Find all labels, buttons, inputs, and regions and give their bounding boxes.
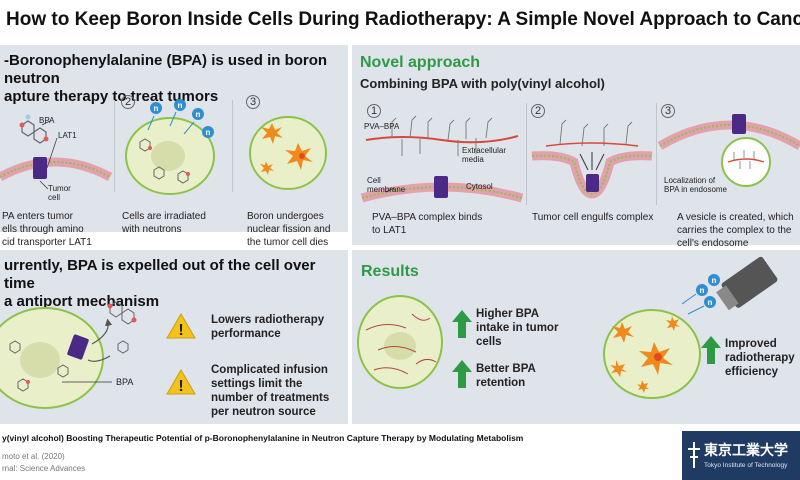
step3-caption: Boron undergoes nuclear fission and the … — [247, 211, 331, 248]
fission-illustration — [249, 116, 327, 190]
tumor-cell-label: Tumor cell — [48, 184, 71, 202]
neutron-label: n — [206, 128, 211, 137]
warning-icon: ! — [166, 313, 196, 339]
bpa-usage-heading-line2: apture therapy to treat tumors — [4, 88, 219, 105]
paper-title: y(vinyl alcohol) Boosting Therapeutic Po… — [2, 433, 524, 443]
tokyo-tech-emblem-icon — [688, 442, 700, 468]
extracellular-label: Extracellular media — [462, 146, 507, 164]
result-higher-intake: Higher BPA intake in tumor cells — [476, 308, 559, 348]
lat1-label: LAT1 — [58, 131, 77, 140]
step-number: 2 — [121, 95, 135, 109]
tokyo-tech-logo: 東京工業大学 Tokyo Institute of Technology — [682, 431, 800, 480]
page-title: How to Keep Boron Inside Cells During Ra… — [0, 0, 800, 44]
bpa-expulsion-heading-line1: urrently, BPA is expelled out of the cel… — [4, 257, 316, 292]
novel-step3-caption: A vesicle is created, which carries the … — [677, 212, 794, 249]
cytosol-label: Cytosol — [466, 182, 493, 191]
svg-text:!: ! — [178, 378, 183, 395]
warning-icon: ! — [166, 369, 196, 395]
divider — [114, 100, 115, 192]
warning-text-infusion: Complicated infusion settings limit the … — [211, 364, 330, 418]
result-improved-efficiency: Improved radiotherapy efficiency — [725, 338, 795, 378]
bpa-usage-heading-line1: -Boronophenylalanine (BPA) is used in bo… — [4, 52, 328, 87]
logo-subtext: Tokyo Institute of Technology — [704, 462, 788, 469]
logo-text: 東京工業大学 — [704, 443, 788, 459]
pva-bpa-binding-illustration — [360, 115, 524, 203]
svg-text:!: ! — [178, 322, 183, 339]
neutron-label: n — [178, 101, 183, 110]
lat1-entry-illustration — [0, 114, 113, 190]
novel-approach-heading: Novel approach — [360, 54, 481, 71]
cell-membrane-label: Cell membrane — [367, 176, 406, 194]
divider — [232, 100, 233, 192]
divider — [656, 103, 657, 205]
irradiation-illustration: n n n n — [125, 99, 215, 195]
bpa-expelled-label: BPA — [116, 377, 134, 387]
up-arrow-icon — [452, 310, 472, 338]
paper-authors: moto et al. (2020) — [2, 452, 65, 461]
pva-bpa-label: PVA–BPA — [364, 122, 400, 131]
results-cell-illustration — [357, 295, 443, 389]
results-heading: Results — [361, 263, 419, 280]
engulfment-illustration — [531, 119, 653, 199]
step-number: 2 — [531, 104, 545, 118]
step2-caption: Cells are irradiated with neutrons — [122, 211, 206, 235]
up-arrow-icon — [701, 336, 721, 364]
neutron-source-illustration: n n n — [603, 256, 778, 399]
warning-text-performance: Lowers radiotherapy performance — [211, 314, 325, 340]
localization-label: Localization of BPA in endosome — [664, 176, 728, 194]
bpa-usage-heading: -Boronophenylalanine (BPA) is used in bo… — [4, 52, 348, 106]
divider — [526, 103, 527, 205]
svg-text:n: n — [708, 298, 713, 307]
novel-step2-caption: Tumor cell engulfs complex — [532, 212, 654, 223]
step-number: 3 — [246, 95, 260, 109]
bpa-label: BPA — [39, 116, 55, 125]
neutron-label: n — [196, 110, 201, 119]
bpa-expulsion-heading: urrently, BPA is expelled out of the cel… — [4, 257, 348, 311]
novel-step1-caption: PVA–BPA complex binds to LAT1 — [372, 212, 483, 236]
endosome-illustration — [657, 114, 800, 187]
svg-text:n: n — [700, 286, 705, 295]
antiport-illustration — [0, 301, 137, 409]
up-arrow-icon — [452, 360, 472, 388]
neutron-label: n — [154, 104, 159, 113]
svg-text:n: n — [712, 276, 717, 285]
novel-approach-subheading: Combining BPA with poly(vinyl alcohol) — [360, 76, 605, 91]
step1-caption: PA enters tumor ells through amino cid t… — [2, 211, 92, 248]
step-number: 1 — [367, 104, 381, 118]
paper-journal: rnal: Science Advances — [2, 464, 86, 473]
result-better-retention: Better BPA retention — [476, 363, 536, 389]
bpa-expulsion-heading-line2: a antiport mechanism — [4, 293, 160, 310]
novel-approach-panel — [352, 45, 800, 245]
step-number: 3 — [661, 104, 675, 118]
